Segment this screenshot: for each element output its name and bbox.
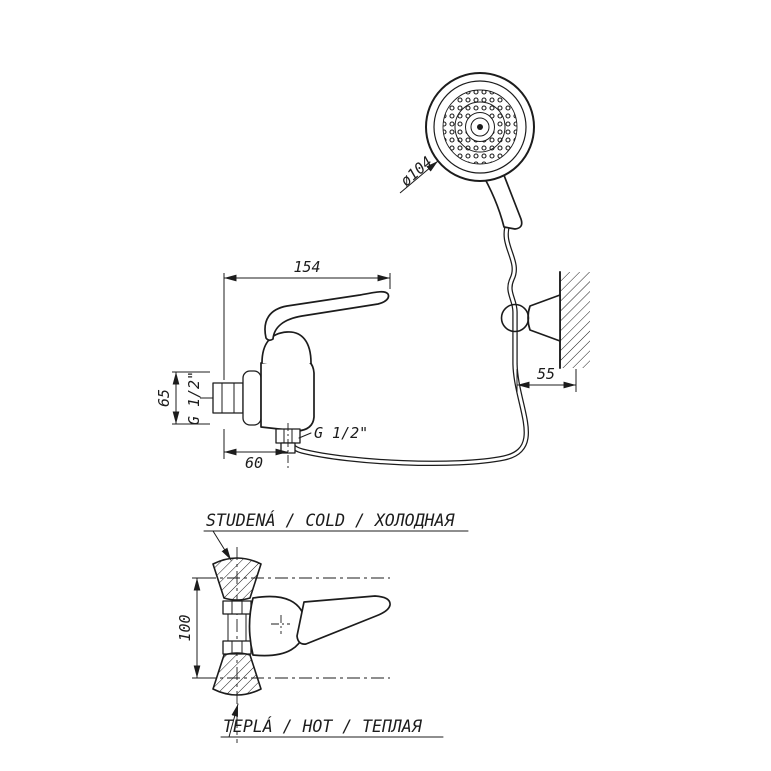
mixer-side-view xyxy=(200,290,390,468)
hand-shower xyxy=(425,72,535,230)
cold-leader xyxy=(212,530,232,561)
dim-100-label: 100 xyxy=(176,614,194,641)
shower-head-rim xyxy=(433,80,527,174)
thread-outlet-leader xyxy=(298,432,312,439)
dimensions-side-view: 154 65 G 1/2" 60 G 1/2" xyxy=(155,258,391,472)
shower-head-cap xyxy=(465,112,495,142)
hot-inlet-nut xyxy=(222,640,252,655)
thread-inlet-label: G 1/2" xyxy=(185,371,203,425)
dia-leader-line xyxy=(399,160,439,194)
inlet-flange xyxy=(242,370,262,426)
dimension-head-diameter: ø104 xyxy=(397,153,439,194)
dim-154-label: 154 xyxy=(293,258,320,276)
cold-label: STUDENÁ / COLD / ХОЛОДНАЯ xyxy=(206,511,455,530)
dim-60-label: 60 xyxy=(245,454,263,472)
wall-bracket xyxy=(500,271,590,369)
bracket-cone xyxy=(527,294,561,342)
dim-65-label: 65 xyxy=(155,389,173,407)
shower-head-center-dot xyxy=(477,124,483,130)
cold-inlet-flange xyxy=(212,557,262,601)
dimension-bracket-depth: 55 xyxy=(516,365,577,392)
supply-labels: STUDENÁ / COLD / ХОЛОДНАЯ TEPLÁ / HOT / … xyxy=(203,511,469,738)
cartridge-dome xyxy=(261,331,312,364)
mixer-body-front xyxy=(248,595,307,657)
hot-inlet-flange xyxy=(212,652,262,696)
shower-hose xyxy=(285,221,529,467)
cold-inlet-nut xyxy=(222,600,252,615)
hot-leader xyxy=(228,703,239,738)
mixer-lever xyxy=(264,290,390,342)
mixer-body xyxy=(260,357,315,432)
shower-head-groove xyxy=(454,101,506,153)
hot-label: TEPLÁ / HOT / ТЕПЛАЯ xyxy=(223,717,423,736)
shower-head-cap-inner xyxy=(470,117,490,137)
thread-outlet-label: G 1/2" xyxy=(314,424,368,442)
mixer-front-view: 100 xyxy=(176,547,391,743)
inlet-nut xyxy=(212,382,244,414)
hose-path-core xyxy=(286,222,528,465)
wall-hatch xyxy=(560,272,590,368)
dim-55-label: 55 xyxy=(537,365,555,383)
dim-diameter-label: ø104 xyxy=(397,153,436,190)
bracket-knob xyxy=(500,303,530,333)
mixer-lever-front xyxy=(296,595,391,645)
